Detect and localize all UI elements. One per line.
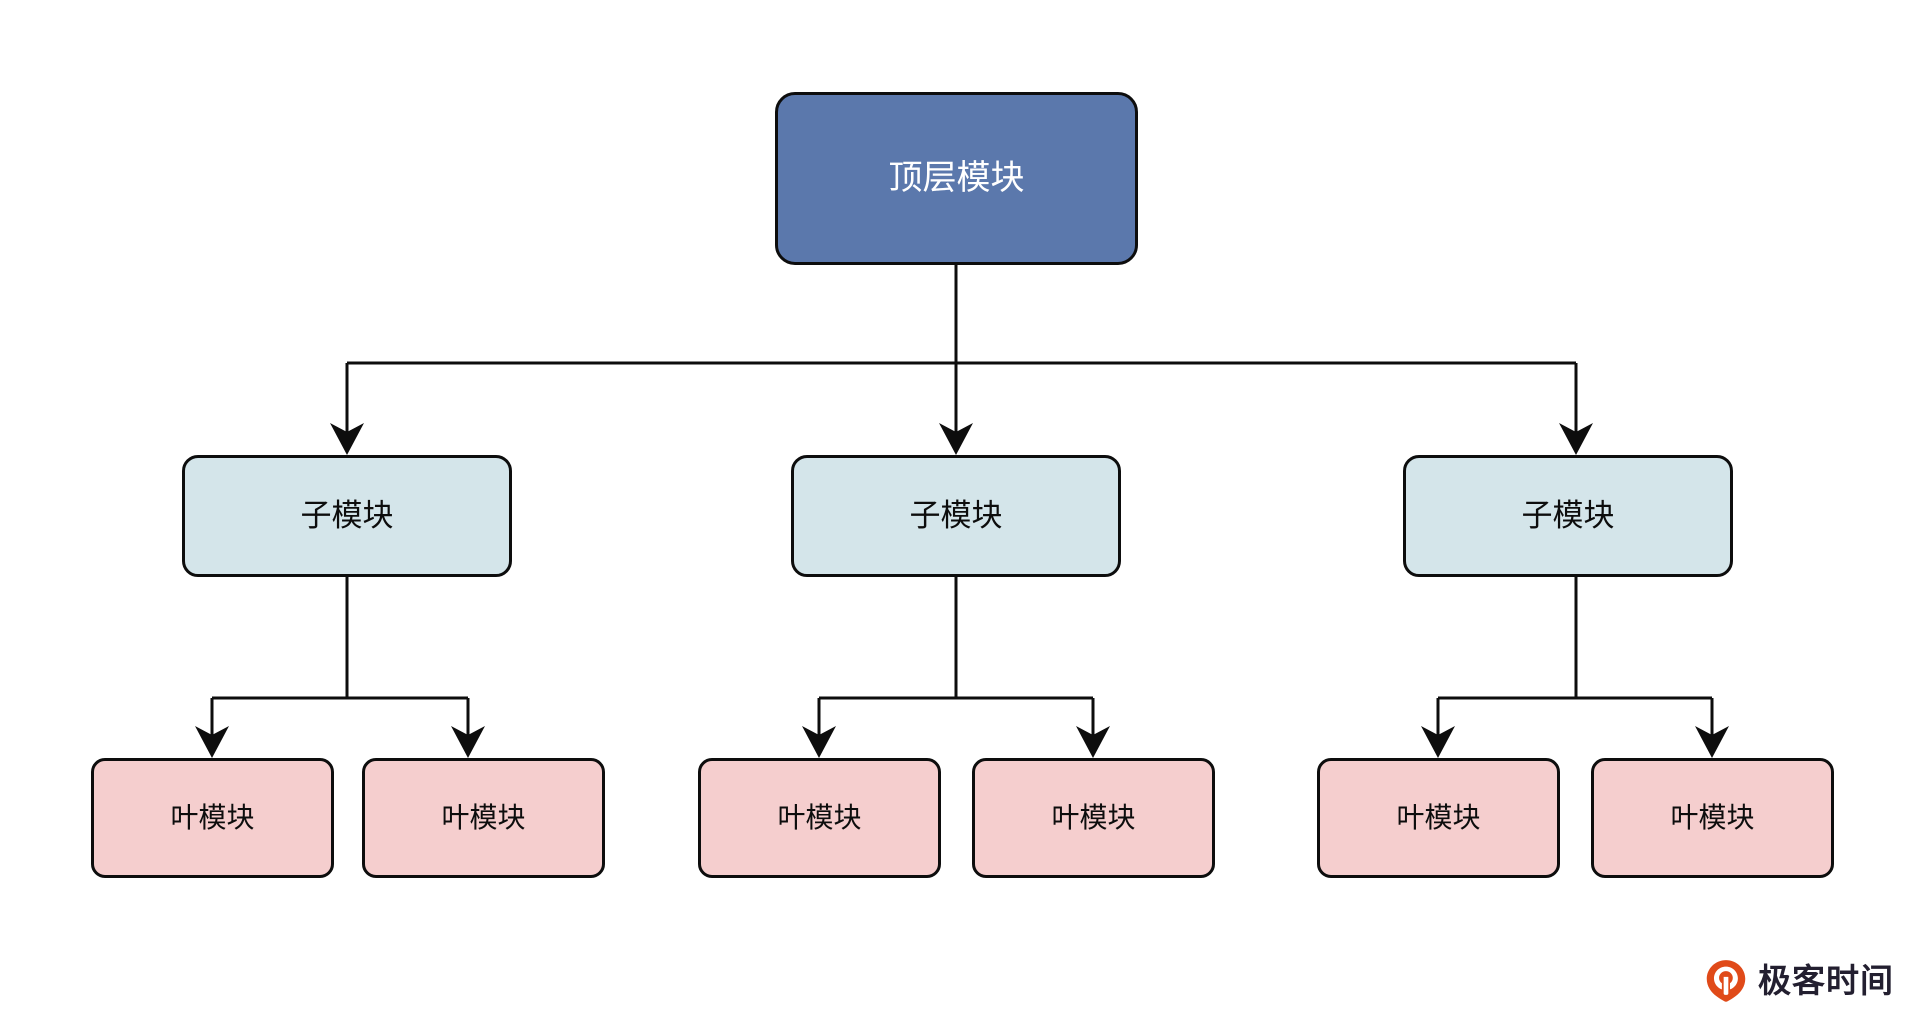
node-label: 叶模块 <box>1396 802 1481 834</box>
node-label: 叶模块 <box>441 802 526 834</box>
arrowhead-leaf-2 <box>451 726 485 758</box>
arrowhead-leaf-5 <box>1421 726 1455 758</box>
node-leaf-module-3[interactable]: 叶模块 <box>698 758 941 878</box>
node-leaf-module-5[interactable]: 叶模块 <box>1317 758 1560 878</box>
arrowhead-leaf-4 <box>1076 726 1110 758</box>
node-label: 叶模块 <box>1670 802 1755 834</box>
arrowhead-sub-3 <box>1559 423 1593 455</box>
node-label: 子模块 <box>300 498 394 534</box>
brand-logo-text: 极客时间 <box>1758 961 1894 999</box>
arrowhead-sub-2 <box>939 423 973 455</box>
node-label: 子模块 <box>909 498 1003 534</box>
node-sub-module-3[interactable]: 子模块 <box>1403 455 1733 577</box>
node-label: 叶模块 <box>777 802 862 834</box>
node-label: 叶模块 <box>1051 802 1136 834</box>
node-label: 叶模块 <box>170 802 255 834</box>
node-label: 子模块 <box>1521 498 1615 534</box>
node-sub-module-2[interactable]: 子模块 <box>791 455 1121 577</box>
node-leaf-module-2[interactable]: 叶模块 <box>362 758 605 878</box>
geektime-circle-pin-icon <box>1706 960 1746 1002</box>
brand-logo: 极客时间 <box>1704 958 1894 1002</box>
arrowhead-leaf-3 <box>802 726 836 758</box>
node-leaf-module-4[interactable]: 叶模块 <box>972 758 1215 878</box>
node-top-level-module[interactable]: 顶层模块 <box>775 92 1138 265</box>
node-leaf-module-1[interactable]: 叶模块 <box>91 758 334 878</box>
arrowhead-leaf-1 <box>195 726 229 758</box>
arrowhead-sub-1 <box>330 423 364 455</box>
node-sub-module-1[interactable]: 子模块 <box>182 455 512 577</box>
arrowhead-leaf-6 <box>1695 726 1729 758</box>
node-leaf-module-6[interactable]: 叶模块 <box>1591 758 1834 878</box>
node-label: 顶层模块 <box>888 159 1025 198</box>
